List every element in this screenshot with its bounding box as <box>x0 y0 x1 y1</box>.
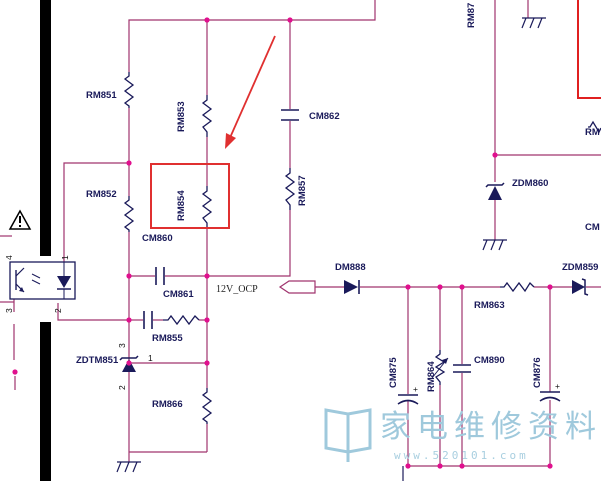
label-rm866: RM866 <box>152 399 183 410</box>
label-dm888: DM888 <box>335 262 366 273</box>
label-cm861: CM861 <box>163 289 194 300</box>
label-cm875: CM875 <box>388 357 399 388</box>
cm876-plus-sign: + <box>555 381 560 391</box>
pin-label: 3 <box>4 308 14 313</box>
label-rm853: RM853 <box>176 101 187 132</box>
red-frame-edge <box>577 0 601 99</box>
zener-zdm860 <box>485 182 505 200</box>
cm875-plus-sign: + <box>413 384 418 394</box>
resistor-rm852 <box>123 196 135 232</box>
watermark: 家电维修资料网 www.520101.com <box>324 408 601 462</box>
pin-label: 4 <box>4 255 14 260</box>
wires <box>0 0 601 467</box>
cap-cm875-b <box>397 399 419 405</box>
label-zdm859: ZDM859 <box>562 262 598 273</box>
pin-label: 3 <box>117 343 127 348</box>
highlight-box-rm854 <box>150 163 230 229</box>
resistor-rm863 <box>500 281 535 293</box>
ground-icon-top <box>521 17 546 29</box>
pin-numbers: 4 1 3 2 3 1 2 <box>4 255 153 390</box>
label-zdtm851: ZDTM851 <box>76 355 119 366</box>
label-cm-right: CM <box>585 222 600 233</box>
label-rm854: RM854 <box>176 190 187 221</box>
ground-icon-left <box>116 461 141 473</box>
resistor-rm855 <box>163 314 200 326</box>
resistor-rm854 <box>201 186 213 228</box>
pin-label: 2 <box>53 308 63 313</box>
label-12v-ocp: 12V_OCP <box>216 284 258 295</box>
diode-dm888 <box>344 280 360 294</box>
label-rm87: RM87 <box>466 3 477 28</box>
resistor-rm866 <box>201 388 213 424</box>
cap-cm876-b <box>539 396 561 402</box>
isolation-bar-bottom <box>40 322 51 481</box>
zener-zdm859 <box>572 278 589 296</box>
label-rm864: RM864 <box>426 361 437 392</box>
optocoupler <box>9 261 76 300</box>
pin-label: 1 <box>148 353 153 363</box>
ground-icon-zdm860 <box>482 239 507 251</box>
resistors <box>123 72 601 424</box>
rm864-arrowhead <box>442 358 448 364</box>
label-rm863: RM863 <box>474 300 505 311</box>
resistor-rm-right <box>588 120 601 134</box>
label-cm860: CM860 <box>142 233 173 244</box>
label-cm862: CM862 <box>309 111 340 122</box>
label-rm851: RM851 <box>86 90 117 101</box>
capacitors <box>143 109 561 405</box>
pin-label: 2 <box>117 385 127 390</box>
label-cm876: CM876 <box>532 357 543 388</box>
ocp-port-arrow <box>278 280 316 294</box>
component-labels: RM87 RM851 RM853 CM862 RM852 RM854 RM857… <box>76 3 600 410</box>
resistor-rm851 <box>123 72 135 108</box>
isolation-bars <box>40 0 51 481</box>
label-rm-right: RM <box>585 127 600 138</box>
junction-nodes <box>12 17 553 469</box>
diodes <box>119 182 589 372</box>
watermark-text: 家电维修资料网 <box>380 409 601 445</box>
resistor-rm853 <box>201 95 213 137</box>
isolation-bar-top <box>40 0 51 256</box>
warning-icon <box>8 209 32 230</box>
pin-label: 1 <box>60 255 70 260</box>
label-rm857: RM857 <box>297 175 308 206</box>
label-rm852: RM852 <box>86 189 117 200</box>
resistor-rm857 <box>284 168 296 210</box>
label-rm855: RM855 <box>152 333 183 344</box>
label-zdm860: ZDM860 <box>512 178 548 189</box>
ground-symbols <box>116 17 546 481</box>
resistor-rm864 <box>434 350 446 385</box>
watermark-url: www.520101.com <box>394 449 529 462</box>
label-cm890: CM890 <box>474 355 505 366</box>
annotation-arrowhead <box>225 133 236 149</box>
watermark-book-icon <box>324 408 372 462</box>
annotation-arrow-line <box>228 35 276 141</box>
